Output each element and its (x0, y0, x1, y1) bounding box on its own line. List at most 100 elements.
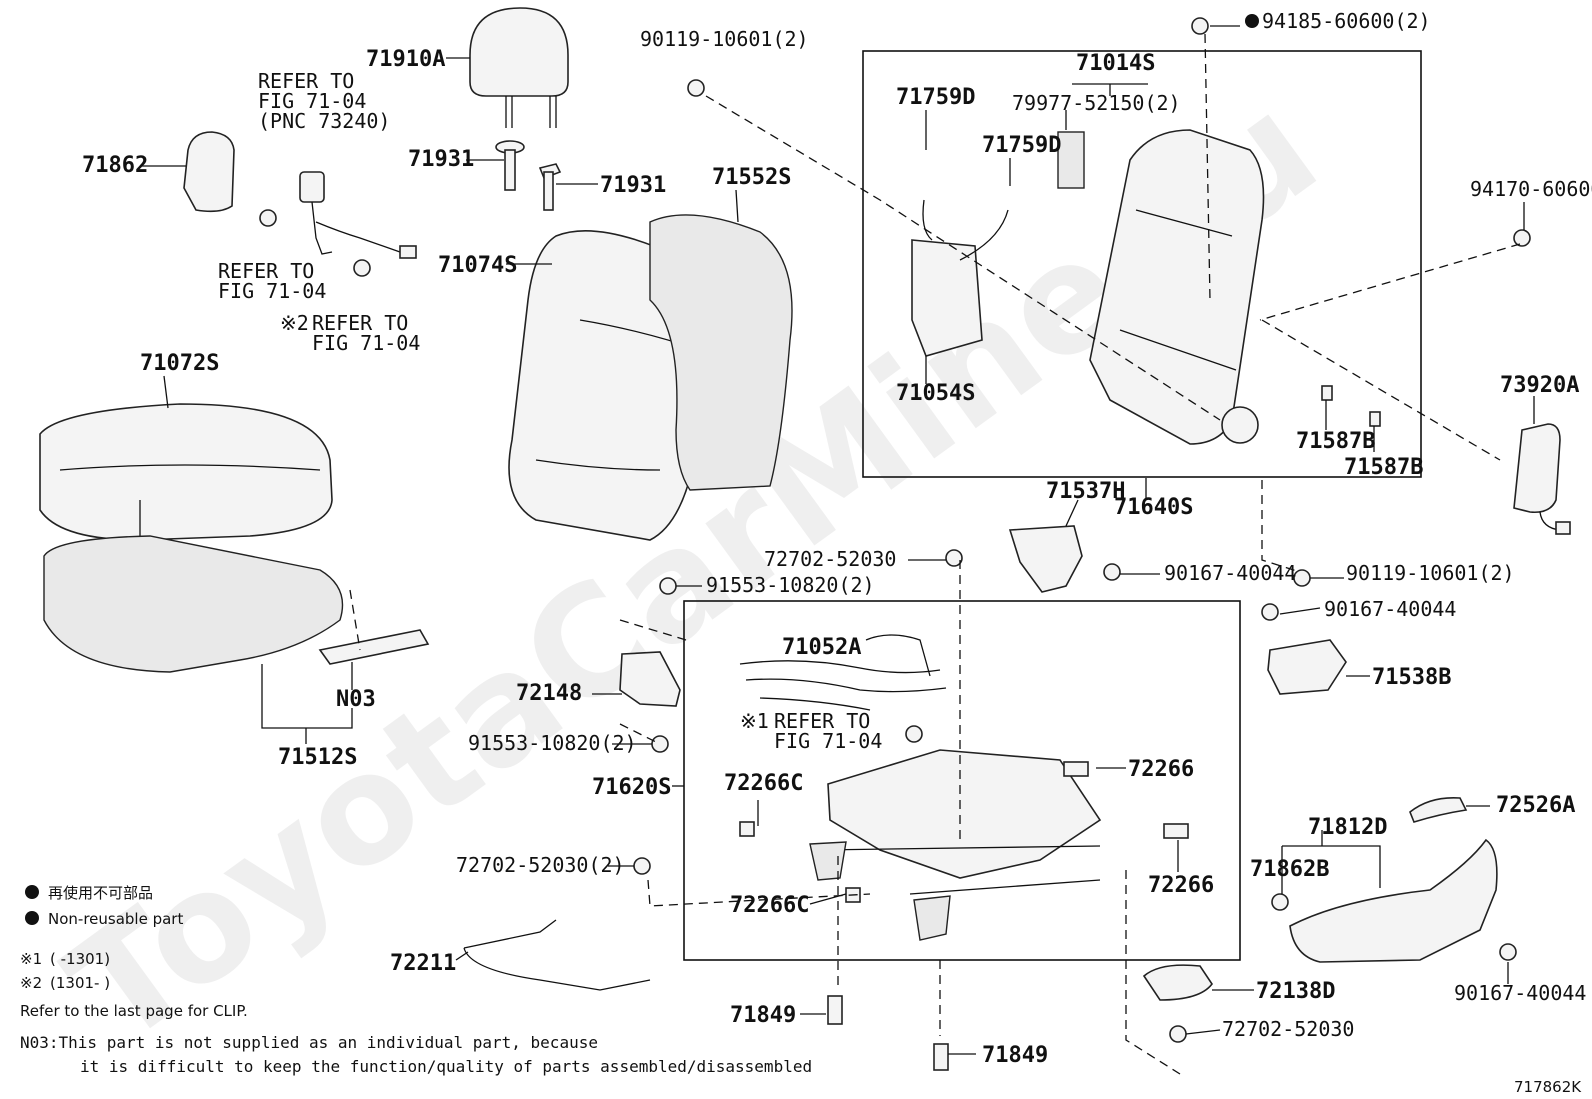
refer-anchor-2: FIG 71-04 (218, 279, 326, 303)
label-91553-bot: 91553-10820(2) (468, 731, 637, 755)
bolt-91553-top (659, 577, 677, 595)
side-airbag-part (1513, 423, 1571, 535)
label-71910A: 71910A (366, 47, 445, 72)
label-N03: N03 (336, 687, 376, 712)
bolt-72702-bot (1169, 1025, 1187, 1043)
label-71931-a: 71931 (408, 147, 474, 172)
seat-heater-n03-part (318, 629, 430, 665)
label-72702-top: 72702-52030 (764, 547, 896, 571)
headrest-part (469, 7, 569, 128)
label-71931-b: 71931 (600, 173, 666, 198)
seat-adjuster-part (739, 749, 1189, 941)
label-72148: 72148 (516, 681, 582, 706)
legend-bullet-en: Non-reusable part (48, 910, 183, 928)
lumbar-support-part (911, 199, 1009, 357)
label-72138D: 72138D (1256, 979, 1335, 1004)
refer-anchor-1: REFER TO (218, 259, 314, 283)
bolt-90167-a (1103, 563, 1121, 581)
legend-bullet-jp: 再使用不可部品 (48, 884, 153, 902)
cover-71862-part (183, 131, 235, 213)
screw-71862b (1271, 893, 1289, 911)
label-71862: 71862 (82, 153, 148, 178)
label-72266-b: 72266 (1148, 873, 1214, 898)
label-72266-a: 72266 (1128, 757, 1194, 782)
label-71512S: 71512S (278, 745, 357, 770)
label-90167-b: 90167-40044 (1324, 597, 1456, 621)
label-72526A: 72526A (1496, 793, 1575, 818)
seatback-pad-part (649, 214, 793, 491)
seatbelt-buckle-part (259, 171, 417, 277)
label-90119-top: 90119-10601(2) (640, 27, 809, 51)
nut-94170 (1513, 229, 1531, 247)
seat-spring-part (739, 634, 947, 743)
cable-72211-part (463, 919, 651, 991)
label-72702-bot2: 72702-52030(2) (456, 853, 625, 877)
refer-seatbelt-1: REFER TO (258, 69, 354, 93)
lever-knob-part (1409, 796, 1468, 823)
cover-72138d-part (1142, 964, 1213, 1001)
label-79977: 79977-52150(2) (1012, 91, 1181, 115)
bracket-72148-part (619, 651, 681, 707)
legend-note2-mark: ※2 (20, 974, 42, 992)
legend-note1: ( -1301) (50, 950, 110, 968)
label-71759D-b: 71759D (982, 133, 1061, 158)
label-73920A: 73920A (1500, 373, 1579, 398)
label-72211: 72211 (390, 951, 456, 976)
seat-track-box (683, 600, 1241, 961)
bolt-72702-bot2 (633, 857, 651, 875)
cushion-pad-part (43, 535, 344, 673)
label-71849-b: 71849 (982, 1043, 1048, 1068)
label-71014S: 71014S (1076, 51, 1155, 76)
pin-71849-b (933, 1043, 949, 1071)
label-71862B: 71862B (1250, 857, 1329, 882)
label-94170: 94170-60600 (1470, 177, 1592, 201)
label-71587B-a: 71587B (1296, 429, 1375, 454)
screw-90167-c (1499, 943, 1517, 961)
refer-spring-mark: ※1 (740, 709, 769, 733)
hinge-cover-71538b-part (1267, 639, 1347, 695)
side-shield-part (1289, 838, 1498, 963)
label-71759D-a: 71759D (896, 85, 975, 110)
refer-cap-2: FIG 71-04 (312, 331, 420, 355)
refer-spring-2: FIG 71-04 (774, 729, 882, 753)
label-71587B-b: 71587B (1344, 455, 1423, 480)
bolt-94185 (1191, 17, 1209, 35)
legend-n03-line2: it is difficult to keep the function/qua… (80, 1057, 812, 1076)
refer-cap-mark: ※2 (280, 311, 309, 335)
legend-dot-1 (25, 885, 39, 899)
label-90119-mid: 90119-10601(2) (1346, 561, 1515, 585)
label-71812D: 71812D (1308, 815, 1387, 840)
seatback-frame-box (862, 50, 1422, 478)
refer-seatbelt-3: (PNC 73240) (258, 109, 390, 133)
clip-71587b-part (1321, 385, 1333, 401)
headrest-guide-part (495, 140, 562, 211)
label-71074S: 71074S (438, 253, 517, 278)
refer-spring-1: REFER TO (774, 709, 870, 733)
bolt-72702-top (945, 549, 963, 567)
refer-cap-1: REFER TO (312, 311, 408, 335)
bolt-91553-bot (651, 735, 669, 753)
label-71054S: 71054S (896, 381, 975, 406)
label-71552S: 71552S (712, 165, 791, 190)
non-reusable-dot (1245, 14, 1259, 28)
legend-note1-mark: ※1 (20, 950, 42, 968)
label-72702-bot: 72702-52030 (1222, 1017, 1354, 1041)
label-71620S: 71620S (592, 775, 671, 800)
label-72266C-a: 72266C (724, 771, 803, 796)
label-71849-a: 71849 (730, 1003, 796, 1028)
cushion-cover-part (39, 403, 333, 541)
label-71537H: 71537H (1046, 479, 1125, 504)
bolt-90119-top (687, 79, 705, 97)
clip-71587b-part-2 (1369, 411, 1381, 427)
bolt-90167-b (1261, 603, 1279, 621)
figure-code: 717862K (1514, 1078, 1582, 1096)
label-71072S: 71072S (140, 351, 219, 376)
pin-71849-a (827, 995, 843, 1025)
label-72266C-b: 72266C (730, 893, 809, 918)
label-71052A: 71052A (782, 635, 861, 660)
refer-seatbelt-2: FIG 71-04 (258, 89, 366, 113)
label-71640S: 71640S (1114, 495, 1193, 520)
legend-dot-2 (25, 911, 39, 925)
